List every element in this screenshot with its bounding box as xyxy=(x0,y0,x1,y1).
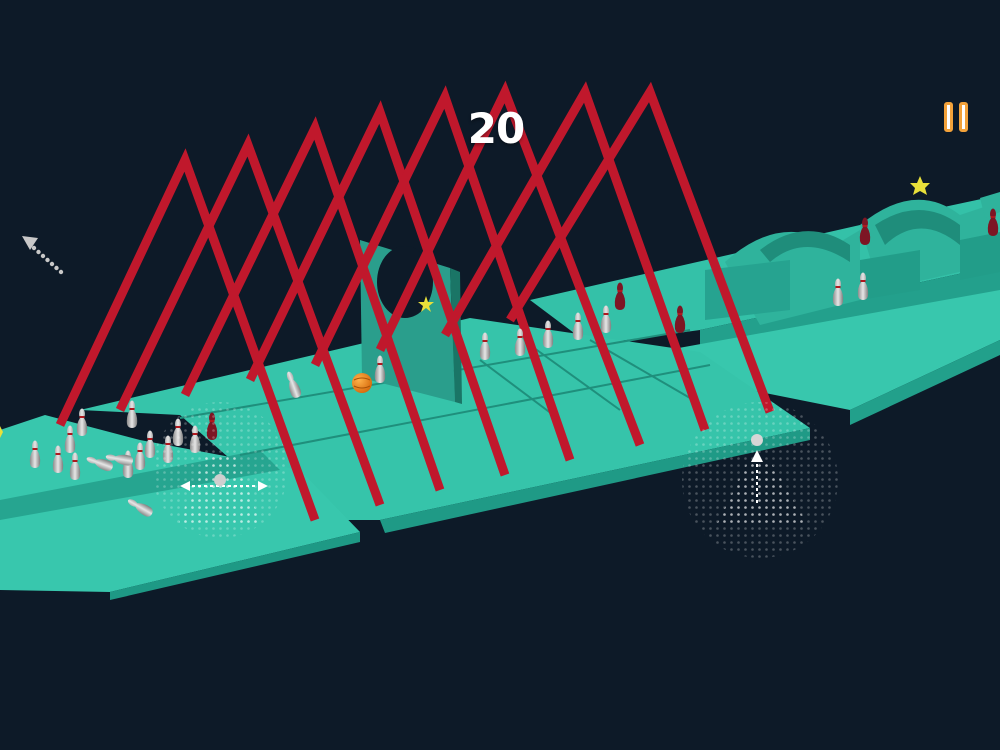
bowling-pin xyxy=(859,217,871,245)
red-arches xyxy=(55,80,775,522)
fallen-pin xyxy=(86,456,113,472)
bowling-pin xyxy=(126,400,138,428)
bowling-pin xyxy=(52,445,64,473)
arch-frame xyxy=(506,81,775,414)
star-icon xyxy=(910,176,930,195)
bowling-pin xyxy=(69,452,81,480)
bowling-pin xyxy=(29,440,41,468)
bowling-pin xyxy=(832,278,844,306)
score-counter: 20 xyxy=(467,104,525,153)
stars xyxy=(0,176,930,438)
arch-frame xyxy=(180,116,445,492)
star-icon xyxy=(418,296,434,312)
bowling-pin xyxy=(542,320,554,348)
arch-frame xyxy=(245,100,510,477)
bowling-pin xyxy=(144,430,156,458)
bowling-pin xyxy=(572,312,584,340)
bowling-pin xyxy=(134,442,146,470)
star-icon xyxy=(0,426,3,438)
bowling-pin xyxy=(600,305,612,333)
pause-button[interactable] xyxy=(942,102,972,134)
fallen-pin xyxy=(286,371,302,398)
tap-hint-icon xyxy=(682,402,838,558)
swipe-hint-icon xyxy=(152,402,288,538)
halfpipe-structures xyxy=(705,192,1000,325)
arch-frame xyxy=(310,85,575,462)
bowling-pin xyxy=(674,305,686,333)
bowling-pin xyxy=(374,355,386,383)
arch-frame xyxy=(441,81,710,432)
bowling-pin xyxy=(987,208,999,236)
pause-icon xyxy=(959,102,968,132)
direction-arrow-icon xyxy=(22,236,64,275)
bowling-pin xyxy=(479,332,491,360)
arch-frame xyxy=(375,80,645,447)
arch-frame xyxy=(55,148,320,522)
pause-icon xyxy=(944,102,953,132)
bowling-pin xyxy=(76,408,88,436)
bowling-pin xyxy=(514,328,526,356)
bowling-pin xyxy=(64,425,76,453)
player-ball xyxy=(352,373,372,393)
arch-frame xyxy=(115,133,385,507)
fallen-pin xyxy=(105,454,133,466)
bowling-pin xyxy=(857,272,869,300)
fallen-pin xyxy=(127,499,153,517)
bowling-pin xyxy=(614,282,626,310)
